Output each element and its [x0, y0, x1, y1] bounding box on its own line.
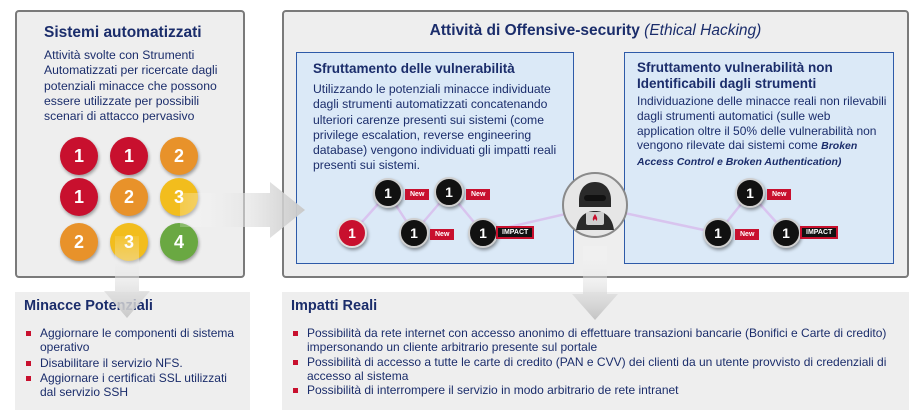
- exploitation-text: Utilizzando le potenziali minacce indivi…: [313, 82, 557, 173]
- automated-systems-description: Attività svolte con Strumenti Automatizz…: [44, 48, 218, 124]
- new-tag: New: [405, 189, 430, 200]
- risk-circle: 1: [110, 137, 148, 175]
- list-item: Aggiornare le componenti di sistema oper…: [24, 326, 244, 355]
- node-label: 1: [384, 185, 392, 201]
- hacker-icon: [562, 172, 628, 238]
- offensive-security-title-main: Attività di Offensive-security: [429, 22, 640, 39]
- potential-threats-list: Aggiornare le componenti di sistema oper…: [24, 326, 244, 399]
- real-impacts-title: Impatti Reali: [291, 298, 378, 314]
- node-label: 1: [410, 225, 418, 241]
- attack-node-start: 1: [337, 218, 367, 248]
- real-impacts-list: Possibilità da rete internet con accesso…: [291, 326, 901, 397]
- risk-circle-label: 1: [123, 145, 134, 166]
- impact-tag: IMPACT: [496, 226, 535, 239]
- new-tag: New: [735, 229, 760, 240]
- attack-node: 1: [735, 178, 765, 208]
- risk-circle-label: 1: [73, 186, 84, 207]
- arrow-down-icon: [572, 246, 618, 320]
- unidentified-exploitation-text-main: Individuazione delle minacce reali non r…: [637, 94, 887, 153]
- risk-circle-label: 1: [73, 145, 84, 166]
- unidentified-exploitation-panel: Sfruttamento vulnerabilità non Identific…: [624, 52, 894, 264]
- node-label: 1: [445, 184, 453, 200]
- node-label: 1: [348, 225, 356, 241]
- attack-node: 1: [373, 178, 403, 208]
- new-tag: New: [466, 189, 491, 200]
- risk-circle-label: 4: [173, 231, 184, 252]
- node-label: 1: [746, 185, 754, 201]
- attack-node: 1: [703, 218, 733, 248]
- list-item: Disabilitare il servizio NFS.: [24, 356, 244, 370]
- new-tag: New: [430, 229, 455, 240]
- arrow-right-icon: [180, 182, 305, 238]
- exploitation-title: Sfruttamento delle vulnerabilità: [313, 61, 515, 76]
- unidentified-exploitation-text-emphasis: Broken Access Control e Broken Authentic…: [637, 140, 858, 169]
- risk-circle-label: 2: [173, 145, 184, 166]
- automated-systems-title: Sistemi automatizzati: [44, 24, 202, 41]
- new-tag: New: [767, 189, 792, 200]
- list-item: Aggiornare i certificati SSL utilizzati …: [24, 371, 244, 400]
- potential-threats-panel: Minacce Potenziali Aggiornare le compone…: [15, 292, 250, 410]
- risk-circle: 4: [160, 223, 198, 261]
- risk-circle: 1: [60, 178, 98, 216]
- list-item: Possibilità di interrompere il servizio …: [291, 383, 901, 397]
- attack-node: 1: [399, 218, 429, 248]
- offensive-security-title: Attività di Offensive-security (Ethical …: [284, 22, 907, 40]
- risk-circle-label: 3: [173, 186, 184, 207]
- risk-circle: 2: [160, 137, 198, 175]
- impact-tag: IMPACT: [800, 226, 839, 239]
- attack-node: 1: [434, 177, 464, 207]
- list-item: Possibilità di accesso a tutte le carte …: [291, 355, 901, 384]
- node-label: 1: [782, 225, 790, 241]
- node-label: 1: [479, 225, 487, 241]
- risk-circle: 1: [60, 137, 98, 175]
- risk-circle-label: 2: [73, 231, 84, 252]
- list-item: Possibilità da rete internet con accesso…: [291, 326, 901, 355]
- node-label: 1: [714, 225, 722, 241]
- arrow-down-icon: [104, 236, 150, 318]
- risk-circle-label: 2: [123, 186, 134, 207]
- unidentified-exploitation-text: Individuazione delle minacce reali non r…: [637, 94, 887, 170]
- risk-circle: 2: [110, 178, 148, 216]
- unidentified-exploitation-title: Sfruttamento vulnerabilità non Identific…: [637, 60, 833, 91]
- attack-node-impact: 1: [771, 218, 801, 248]
- automated-systems-panel: Sistemi automatizzati Attività svolte co…: [15, 10, 245, 278]
- offensive-security-title-sub: (Ethical Hacking): [644, 22, 762, 39]
- attack-node-impact: 1: [468, 218, 498, 248]
- risk-circle: 2: [60, 223, 98, 261]
